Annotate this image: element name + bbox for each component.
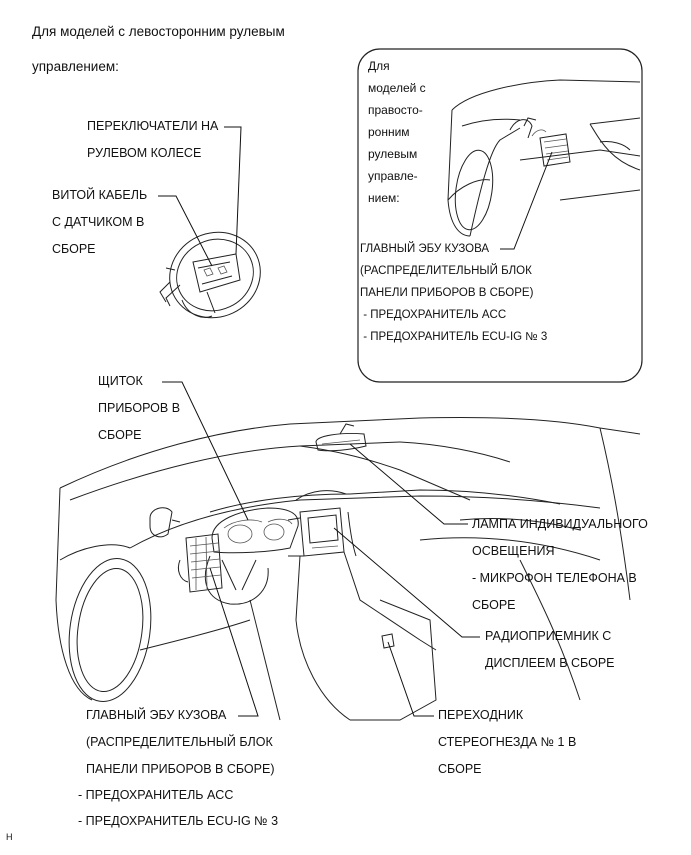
inset-ecu-line: ГЛАВНЫЙ ЭБУ КУЗОВА <box>360 243 490 255</box>
label-line: ПЕРЕКЛЮЧАТЕЛИ НА <box>87 119 219 133</box>
map-lamp-label: ЛАМПА ИНДИВИДУАЛЬНОГО ОСВЕЩЕНИЯ - МИКРОФ… <box>472 511 648 619</box>
steering-switches-label: ПЕРЕКЛЮЧАТЕЛИ НА РУЛЕВОМ КОЛЕСЕ <box>87 113 218 167</box>
label-line: (РАСПРЕДЕЛИТЕЛЬНЫЙ БЛОК <box>86 735 273 749</box>
inset-title-line: рулевым <box>368 147 418 161</box>
inset-title-line: моделей с <box>368 81 426 95</box>
label-line: - ПРЕДОХРАНИТЕЛЬ ACC <box>78 788 234 802</box>
stereo-jack-label: ПЕРЕХОДНИК СТЕРЕОГНЕЗДА № 1 В СБОРЕ <box>438 702 576 783</box>
heading-line-1: Для моделей с левосторонним рулевым <box>32 24 285 39</box>
inset-ecu-line: ПАНЕЛИ ПРИБОРОВ В СБОРЕ) <box>360 287 534 299</box>
label-line: РУЛЕВОМ КОЛЕСЕ <box>87 146 202 160</box>
inset-title: Для моделей с правосто- ронним рулевым у… <box>368 55 426 209</box>
label-line: - ПРЕДОХРАНИТЕЛЬ ECU-IG № 3 <box>78 814 279 828</box>
inset-frame <box>357 48 643 383</box>
label-line: ОСВЕЩЕНИЯ <box>472 544 555 558</box>
figure-code: H <box>6 830 13 844</box>
inset-ecu-line: - ПРЕДОХРАНИТЕЛЬ ACC <box>360 309 507 321</box>
inset-title-line: ронним <box>368 125 410 139</box>
dashboard-drawing <box>55 417 641 721</box>
label-line: - МИКРОФОН ТЕЛЕФОНА В <box>472 571 637 585</box>
label-line: СБОРЕ <box>98 428 142 442</box>
inset-ecu-line: (РАСПРЕДЕЛИТЕЛЬНЫЙ БЛОК <box>360 265 532 277</box>
label-line: СБОРЕ <box>438 762 482 776</box>
inset-car-drawing <box>447 79 641 237</box>
label-line: ГЛАВНЫЙ ЭБУ КУЗОВА <box>86 708 227 722</box>
page-heading-cont: управлением: <box>32 52 119 82</box>
inset-ecu-label: ГЛАВНЫЙ ЭБУ КУЗОВА (РАСПРЕДЕЛИТЕЛЬНЫЙ БЛ… <box>360 238 547 348</box>
label-line: ДИСПЛЕЕМ В СБОРЕ <box>485 656 615 670</box>
inset-title-line: управле- <box>368 169 418 183</box>
steering-wheel-drawing <box>159 231 261 319</box>
page-heading: Для моделей с левосторонним рулевым <box>32 17 285 47</box>
label-line: ВИТОЙ КАБЕЛЬ <box>52 188 148 202</box>
label-line: ПРИБОРОВ В <box>98 401 181 415</box>
label-line: СБОРЕ <box>52 242 96 256</box>
radio-receiver-label: РАДИОПРИЕМНИК С ДИСПЛЕЕМ В СБОРЕ <box>485 623 615 677</box>
label-line: СБОРЕ <box>472 598 516 612</box>
inset-title-line: Для <box>368 59 390 73</box>
inset-title-line: правосто- <box>368 103 423 117</box>
label-line: СТЕРЕОГНЕЗДА № 1 В <box>438 735 577 749</box>
label-line: РАДИОПРИЕМНИК С <box>485 629 612 643</box>
label-line: ПАНЕЛИ ПРИБОРОВ В СБОРЕ) <box>86 762 275 776</box>
label-line: ЩИТОК <box>98 374 143 388</box>
inset-ecu-line: - ПРЕДОХРАНИТЕЛЬ ECU-IG № 3 <box>360 331 548 343</box>
spiral-cable-label: ВИТОЙ КАБЕЛЬ С ДАТЧИКОМ В СБОРЕ <box>52 182 147 263</box>
heading-line-2: управлением: <box>32 59 119 74</box>
label-line: ПЕРЕХОДНИК <box>438 708 524 722</box>
figure-code-text: H <box>6 832 13 842</box>
inset-title-line: нием: <box>368 191 400 205</box>
label-line: ЛАМПА ИНДИВИДУАЛЬНОГО <box>472 517 648 531</box>
combination-meter-label: ЩИТОК ПРИБОРОВ В СБОРЕ <box>98 368 180 449</box>
label-line: С ДАТЧИКОМ В <box>52 215 145 229</box>
leader-lines <box>158 126 553 717</box>
main-body-ecu-label: ГЛАВНЫЙ ЭБУ КУЗОВА (РАСПРЕДЕЛИТЕЛЬНЫЙ БЛ… <box>78 702 278 835</box>
